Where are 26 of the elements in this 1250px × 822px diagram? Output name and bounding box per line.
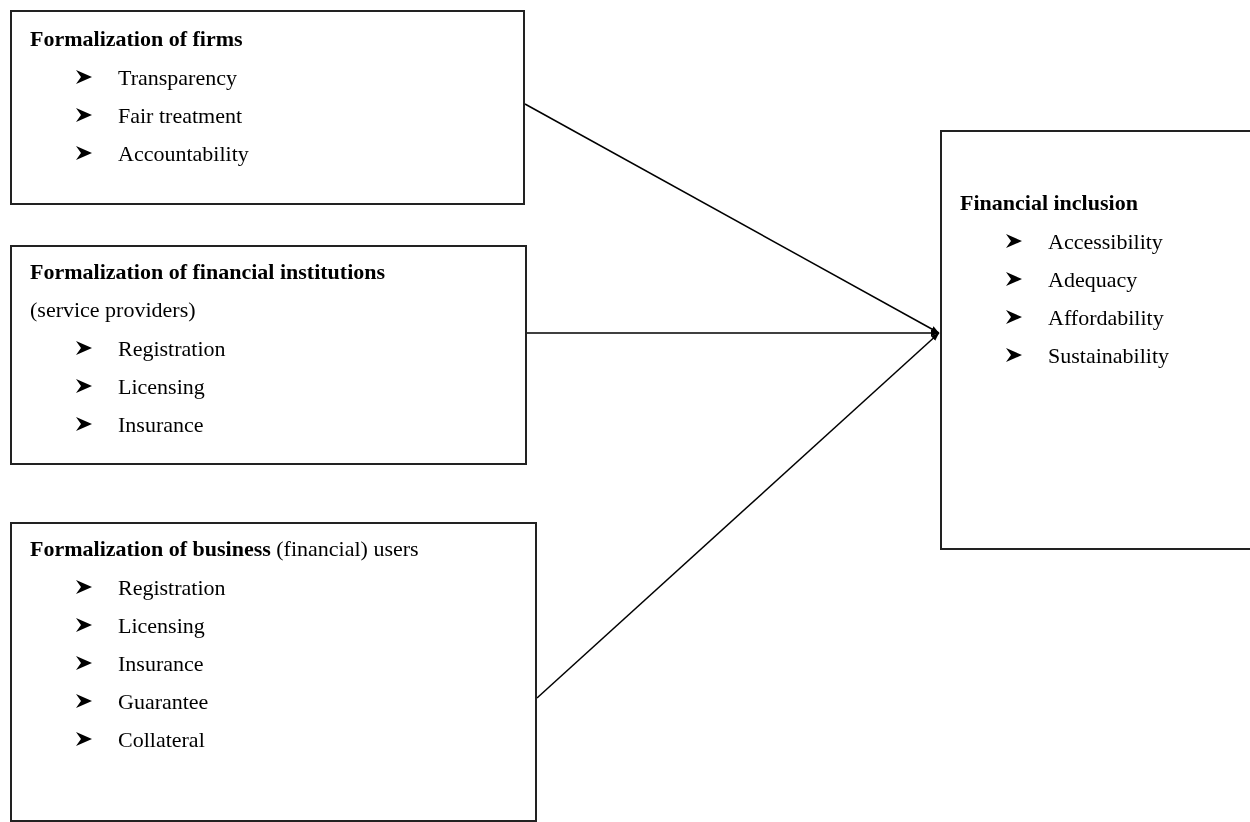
bullet-item: Accountability [118, 139, 249, 168]
box-heading: Formalization of firms [30, 25, 244, 53]
box-heading: Financial inclusion [960, 189, 1139, 217]
box-heading: Formalization of business (financial) users [30, 535, 420, 563]
bullet-item: Guarantee [118, 687, 209, 716]
text-box [940, 130, 1250, 550]
bullet-item: Registration [118, 334, 226, 363]
bullet-item: Adequacy [1048, 265, 1138, 294]
bullet-item: Licensing [118, 372, 205, 401]
bullet-item: Accessibility [1048, 227, 1163, 256]
arrow [536, 332, 940, 699]
bullet-item: Insurance [118, 410, 204, 439]
text-box [10, 245, 527, 465]
text-box [10, 10, 525, 205]
bullet-item: Licensing [118, 611, 205, 640]
bullet-item: Transparency [118, 63, 237, 92]
bullet-item: Collateral [118, 725, 205, 754]
arrow [524, 103, 940, 334]
bullet-item: Registration [118, 573, 226, 602]
bullet-item: Insurance [118, 649, 204, 678]
bullet-item: Sustainability [1048, 341, 1169, 370]
text-box [10, 522, 537, 822]
arrow [526, 329, 940, 337]
box-heading: Formalization of financial institutions (service providers) [30, 258, 387, 324]
bullet-item: Affordability [1048, 303, 1164, 332]
bullet-item: Fair treatment [118, 101, 242, 130]
